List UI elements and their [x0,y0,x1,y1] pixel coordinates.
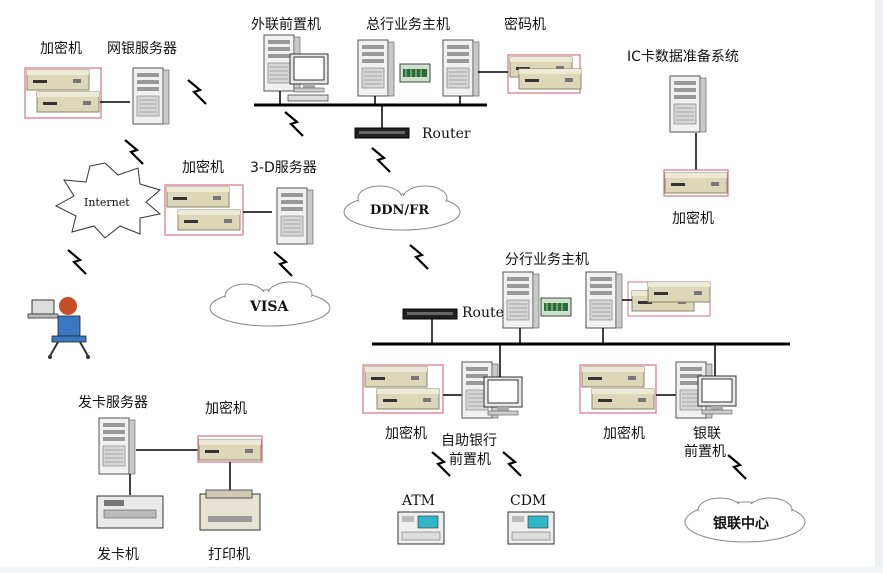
ic-card-server-icon [669,75,707,133]
label-web-bank-server: 网银服务器 [107,41,177,57]
cdm-kiosk-icon [507,511,555,545]
label-encryptor-branch-left: 加密机 [385,426,427,442]
head-office-host-server-icon [357,39,480,97]
unionpay-front-computer-icon [675,361,737,419]
branch-encryptor-group-icon [627,281,711,317]
branch-host-server-icon [502,271,623,329]
label-visa: VISA [250,299,289,315]
bolt-unionpay-icon [726,453,748,481]
encryptor-card-icon [197,435,263,463]
front-external-computer-icon [263,34,329,102]
label-printer: 打印机 [208,547,250,563]
label-unionpay-front-1: 银联 [693,426,721,442]
atm-kiosk-icon [397,511,445,545]
user-laptop-icon [27,297,90,359]
label-front-external: 外联前置机 [251,17,321,33]
bolt-internet-user-icon [66,248,88,276]
label-encryptor-ic: 加密机 [672,211,714,227]
label-unionpay-front-2: 前置机 [684,444,726,460]
bolt-web-to-front-icon [186,78,208,106]
bolt-cdm-icon [501,450,523,478]
label-ic-card-system: IC卡数据准备系统 [627,49,739,65]
label-internet: Internet [84,196,130,209]
self-service-front-computer-icon [461,361,523,419]
card-issuer-machine-icon [96,495,164,529]
card-issue-server-icon [98,417,136,475]
encryptor-branch-right-icon [579,364,657,414]
label-branch-host: 分行业务主机 [505,252,589,268]
label-cdm: CDM [510,493,547,509]
label-ddn-fr: DDN/FR [370,203,430,218]
router-mid-icon [402,308,458,320]
password-machine-icon [507,54,582,94]
label-self-service-front-1: 自助银行 [441,433,497,449]
bolt-router-ddn-icon [370,146,392,174]
label-encryptor-top-left: 加密机 [40,41,82,57]
encryptor-branch-left-icon [362,364,444,414]
label-3d-server: 3-D服务器 [250,160,317,176]
label-head-office-host: 总行业务主机 [366,17,450,33]
label-unionpay-center: 银联中心 [713,516,769,532]
bottom-edge-border [0,567,883,573]
server-3d-icon [276,187,314,245]
label-card-issue-server: 发卡服务器 [78,395,148,411]
label-encryptor-mid: 加密机 [182,160,224,176]
bolt-3d-front-icon [283,110,305,138]
internet-cloud-icon [54,162,162,239]
web-bank-server-icon [132,67,170,125]
label-password-machine: 密码机 [504,17,546,33]
label-encryptor-card: 加密机 [205,401,247,417]
label-card-issuer: 发卡机 [97,547,139,563]
label-encryptor-branch-right: 加密机 [603,426,645,442]
encryptor-top-left-icon [24,67,102,119]
unionpay-center-cloud-icon [684,497,806,543]
printer-icon [199,489,261,531]
encryptor-mid-icon [164,184,244,236]
router-top-icon [354,127,410,139]
label-self-service-front-2: 前置机 [449,452,491,468]
label-router-top: Router [422,126,471,142]
label-atm: ATM [402,493,436,509]
encryptor-ic-icon [663,169,729,197]
visa-cloud-icon [209,281,331,327]
bolt-internet-web-icon [123,138,145,166]
bolt-ddn-branch-icon [408,243,430,271]
bolt-3d-visa-icon [272,250,294,278]
right-edge-border [875,0,883,573]
ddn-fr-cloud-icon [343,185,461,231]
label-router-mid: Route [462,305,504,321]
bolt-atm-icon [430,450,452,478]
